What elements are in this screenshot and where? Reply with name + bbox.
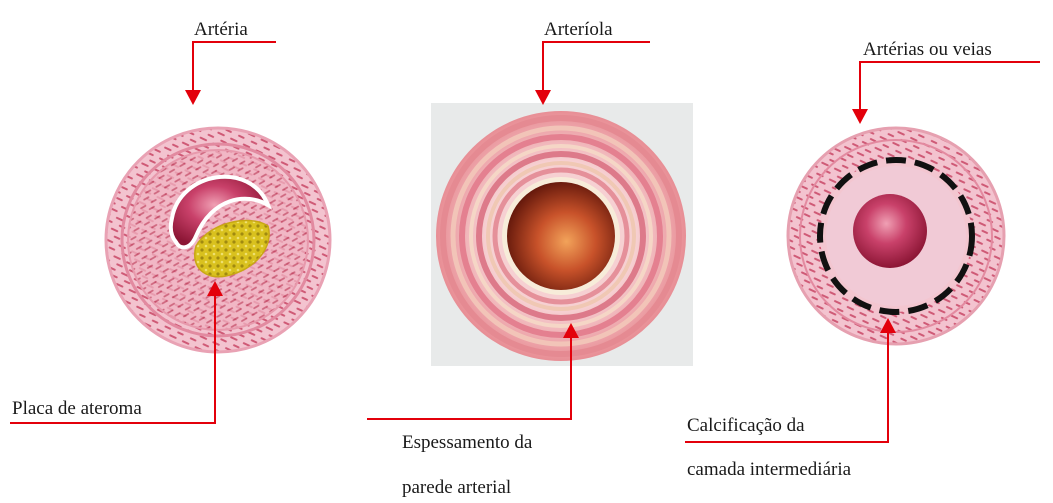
- vessel-lumen: [853, 194, 927, 268]
- label-espessamento-line1: Espessamento da: [402, 433, 532, 452]
- arteria-leader: [193, 42, 276, 94]
- arteriola-leader: [543, 42, 650, 94]
- label-espessamento-line2: parede arterial: [402, 478, 511, 497]
- label-arteriola: Arteríola: [544, 20, 613, 39]
- arteriola-arrowhead: [535, 90, 551, 105]
- calcified-vessel: [788, 128, 1004, 344]
- arteria-arrowhead: [185, 90, 201, 105]
- label-arteria: Artéria: [194, 20, 248, 39]
- arteriole-lumen: [507, 182, 615, 290]
- artery-with-plaque: [106, 128, 330, 352]
- arterias-veias-leader: [860, 62, 1040, 113]
- label-calcificacao-line1: Calcificação da: [687, 416, 805, 435]
- arterias-veias-arrowhead: [852, 109, 868, 124]
- label-arterias-ou-veias: Artérias ou veias: [863, 40, 992, 59]
- label-placa-de-ateroma: Placa de ateroma: [12, 399, 142, 418]
- arteriole: [431, 103, 693, 366]
- label-calcificacao-line2: camada intermediária: [687, 460, 851, 479]
